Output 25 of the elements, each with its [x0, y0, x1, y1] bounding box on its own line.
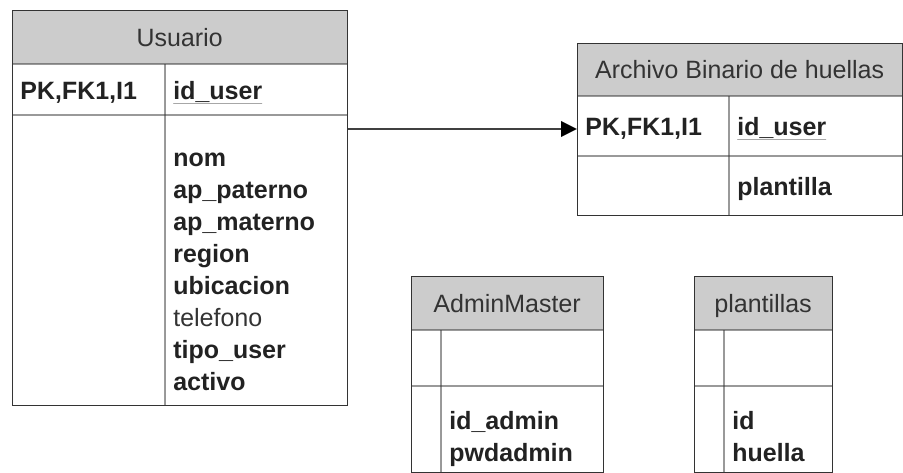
column-name: telefono: [174, 308, 262, 326]
entity-table: [576, 43, 903, 216]
column-name: id_user: [173, 80, 262, 104]
table-title: Archivo Binario de huellas: [595, 60, 884, 78]
column-name: ubicacion: [174, 276, 288, 294]
table-title: AdminMaster: [433, 294, 580, 312]
table-title: Usuario: [138, 28, 222, 46]
column-name: ap_materno: [174, 214, 314, 236]
key-label: PK,FK1,I1: [586, 118, 702, 139]
column-name: id_admin: [450, 410, 558, 432]
entity-table: [12, 10, 348, 406]
column-name: id: [734, 410, 753, 430]
table-title: plantillas: [716, 294, 811, 318]
entity-table: [410, 276, 604, 473]
column-name: huella: [734, 442, 805, 462]
column-name: pwdadmin: [450, 442, 572, 466]
column-name: tipo_user: [174, 340, 286, 364]
column-name: region: [174, 244, 248, 268]
entity-table: [694, 276, 833, 473]
column-name: ap_paterno: [174, 182, 307, 204]
key-label: PK,FK1,I1: [22, 82, 136, 103]
column-name: activo: [174, 372, 244, 390]
column-name: plantilla: [738, 176, 832, 200]
column-name: nom: [174, 152, 224, 166]
column-name: id_user: [737, 116, 826, 140]
